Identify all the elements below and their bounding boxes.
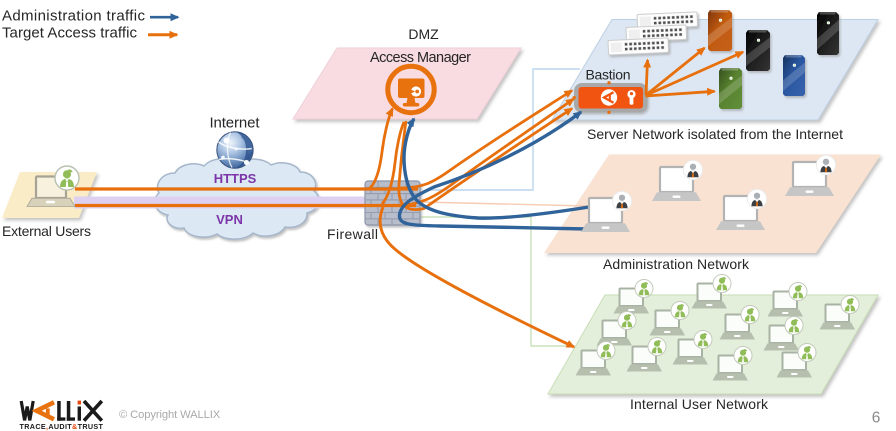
svg-text:Firewall: Firewall <box>327 226 378 242</box>
svg-text:DMZ: DMZ <box>408 26 439 42</box>
svg-text:6: 6 <box>872 410 881 427</box>
svg-text:Internal User Network: Internal User Network <box>630 396 769 412</box>
svg-text:TRACE,AUDIT&TRUST: TRACE,AUDIT&TRUST <box>20 422 104 431</box>
svg-text:VPN: VPN <box>216 212 243 227</box>
svg-text:Administration traffic: Administration traffic <box>2 8 146 25</box>
svg-text:Access Manager: Access Manager <box>370 50 471 66</box>
svg-text:Administration Network: Administration Network <box>603 256 750 272</box>
svg-text:External Users: External Users <box>2 223 91 239</box>
svg-text:Server Network isolated from t: Server Network isolated from the Interne… <box>587 126 843 142</box>
svg-text:Internet: Internet <box>210 115 261 132</box>
svg-text:Bastion: Bastion <box>586 67 631 83</box>
svg-text:© Copyright WALLIX: © Copyright WALLIX <box>119 409 221 421</box>
svg-text:HTTPS: HTTPS <box>214 171 257 186</box>
svg-text:Target Access traffic: Target Access traffic <box>2 25 138 42</box>
